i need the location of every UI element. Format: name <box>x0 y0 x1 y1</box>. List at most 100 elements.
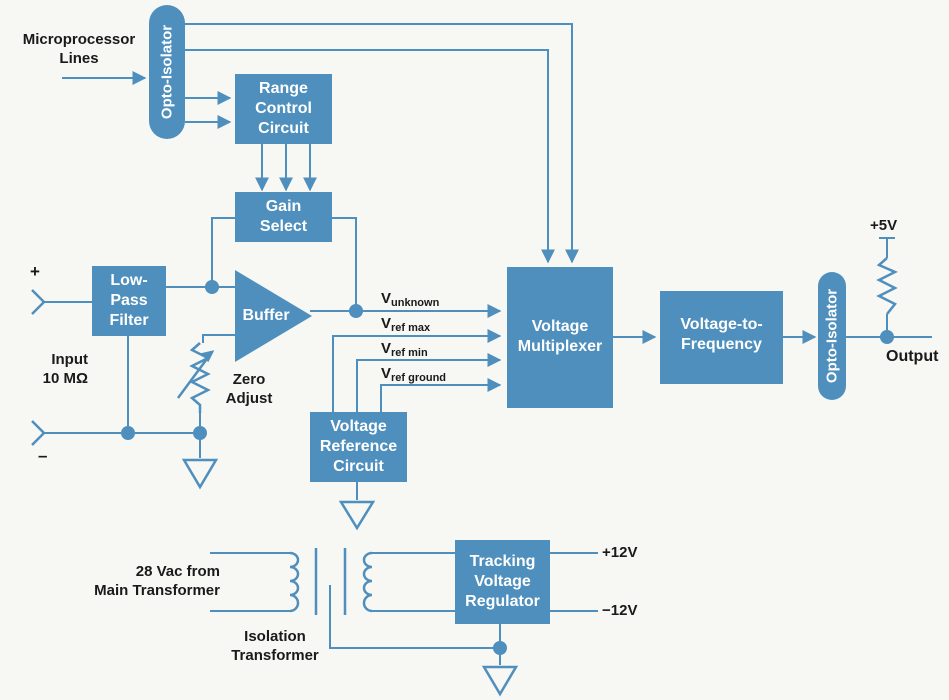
voltage-to-frequency-line-2: Frequency <box>681 336 762 353</box>
zero-adjust-line-2: Adjust <box>225 390 273 407</box>
wire-vref-max <box>332 329 502 412</box>
buffer-label: Buffer <box>242 307 290 324</box>
v-ref-ground-sub: ref ground <box>391 372 447 384</box>
input-plus-label: + <box>30 262 40 281</box>
wire-zero-buffer <box>202 334 235 343</box>
voltage-to-frequency-shape <box>660 291 783 384</box>
wire-opto-mux-2 <box>185 49 555 264</box>
zero-adjust-line-1: Zero <box>232 371 266 388</box>
gain-select-line-1: Gain <box>265 198 302 215</box>
v-ref-ground-main: V <box>381 365 392 382</box>
voltage-multiplexer-block: Voltage Multiplexer <box>507 267 613 408</box>
input-label-line-2: 10 MΩ <box>42 370 88 387</box>
gain-select-block: Gain Select <box>235 192 332 242</box>
opto-isolator-top-label: Opto-Isolator <box>158 24 176 120</box>
v-ref-min-main: V <box>381 340 392 357</box>
range-control-block: Range Control Circuit <box>235 74 332 144</box>
voltage-to-frequency-block: Voltage-to- Frequency <box>660 291 783 384</box>
vac-source-line-1: 28 Vac from <box>135 563 220 580</box>
signal-v-ref-max: Vref max <box>381 314 430 338</box>
low-pass-filter-line-1: Low- <box>110 272 148 289</box>
input-minus-terminal <box>31 420 46 446</box>
ground-symbol-regulator <box>481 665 519 697</box>
v-unknown-main: V <box>381 290 392 307</box>
v-unknown-sub: unknown <box>391 297 440 309</box>
wire-vref-ground <box>380 378 502 412</box>
junction-zero-ground <box>193 426 207 440</box>
low-pass-filter-line-2: Pass <box>110 292 148 309</box>
ground-symbols <box>181 458 519 697</box>
voltage-reference-block: Voltage Reference Circuit <box>310 412 407 482</box>
signal-v-ref-min: Vref min <box>381 339 428 363</box>
zero-adjust-pot <box>176 342 215 413</box>
opto-isolator-output-shape <box>818 272 846 400</box>
v-ref-min-sub: ref min <box>391 347 428 359</box>
isolation-transformer-line-1: Isolation <box>244 628 306 645</box>
input-impedance-label: Input 10 MΩ <box>4 350 88 388</box>
plus5v-label: +5V <box>870 217 898 234</box>
input-plus-terminal <box>31 289 46 315</box>
voltage-reference-shape <box>310 412 407 482</box>
block-shapes <box>92 5 846 624</box>
junction-output <box>880 330 894 344</box>
tracking-regulator-line-2: Voltage <box>474 573 531 590</box>
microprocessor-label-line-1: Microprocessor <box>22 31 136 48</box>
signal-v-ref-ground: Vref ground <box>381 364 446 388</box>
voltage-reference-line-3: Circuit <box>333 458 384 475</box>
low-pass-filter-line-3: Filter <box>109 312 149 329</box>
ground-symbol-reference <box>338 500 376 531</box>
input-label-line-1: Input <box>51 351 88 368</box>
junction-dots <box>121 280 894 655</box>
voltage-reference-line-2: Reference <box>319 438 398 455</box>
gain-select-line-2: Select <box>259 218 308 235</box>
signal-wires <box>42 23 932 665</box>
opto-isolator-output-label: Opto-Isolator <box>823 288 841 384</box>
buffer-shape <box>235 270 312 362</box>
range-control-line-3: Circuit <box>258 120 309 137</box>
junction-regulator-ground <box>493 641 507 655</box>
junction-filter-buffer <box>205 280 219 294</box>
v-ref-max-sub: ref max <box>391 322 431 334</box>
zero-adjust-label: Zero Adjust <box>214 370 284 408</box>
gain-select-shape <box>235 192 332 242</box>
voltage-reference-line-1: Voltage <box>330 418 387 435</box>
junction-buffer-output <box>349 304 363 318</box>
voltage-to-frequency-line-1: Voltage-to- <box>680 316 763 333</box>
wire-vref-min <box>356 353 502 412</box>
tracking-regulator-line-3: Regulator <box>465 593 540 610</box>
tracking-regulator-block: Tracking Voltage Regulator <box>455 540 550 624</box>
range-control-shape <box>235 74 332 144</box>
range-control-line-1: Range <box>259 80 308 97</box>
input-terminals <box>31 289 46 446</box>
vac-source-label: 28 Vac from Main Transformer <box>40 562 220 600</box>
wire-gain-right <box>332 217 357 311</box>
pullup-resistor <box>876 257 898 315</box>
voltage-multiplexer-shape <box>507 267 613 408</box>
microprocessor-lines-label: Microprocessor Lines <box>6 30 152 68</box>
junction-filter-ground <box>121 426 135 440</box>
plus12v-label: +12V <box>602 544 638 561</box>
microprocessor-label-line-2: Lines <box>59 50 99 67</box>
input-minus-label: – <box>38 446 48 465</box>
output-label: Output <box>886 348 939 365</box>
signal-v-unknown: Vunknown <box>381 289 439 313</box>
tracking-regulator-line-1: Tracking <box>469 553 536 570</box>
wire-center-tap <box>329 585 500 649</box>
voltage-multiplexer-line-1: Voltage <box>531 318 589 335</box>
low-pass-filter-shape <box>92 266 166 336</box>
tracking-regulator-shape <box>455 540 550 624</box>
wire-opto-mux-1 <box>185 23 579 264</box>
minus12v-label: −12V <box>602 602 638 619</box>
vac-source-line-2: Main Transformer <box>94 582 220 599</box>
range-control-line-2: Control <box>255 100 312 117</box>
ground-symbol-input <box>181 458 219 490</box>
isolation-transformer-line-2: Transformer <box>231 647 319 664</box>
low-pass-filter-block: Low- Pass Filter <box>92 266 166 336</box>
opto-isolator-top-shape <box>149 5 185 139</box>
v-ref-max-main: V <box>381 315 392 332</box>
isolation-transformer-symbol <box>289 548 373 615</box>
isolation-transformer-label: Isolation Transformer <box>220 627 330 665</box>
wire-gain-left <box>211 217 235 287</box>
